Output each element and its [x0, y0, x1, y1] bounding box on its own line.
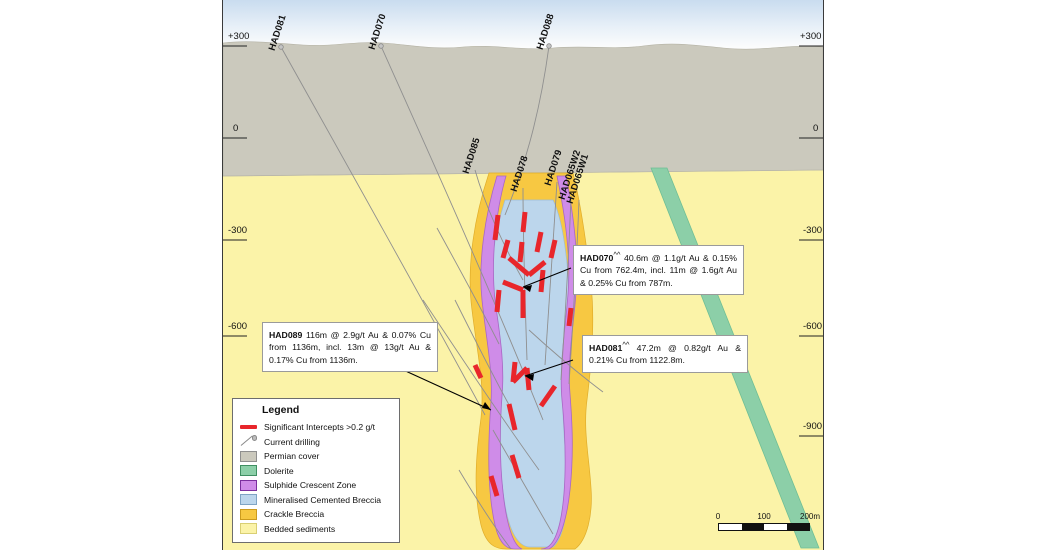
crackle-breccia-swatch-icon [240, 508, 257, 520]
legend-item-dolerite: Dolerite [240, 464, 392, 479]
axis-left-tick-0: 0 [233, 123, 239, 134]
unit-permian-cover [223, 41, 823, 177]
scale-seg-2 [741, 524, 764, 530]
callout-HAD070: HAD070^^ 40.6m @ 1.1g/t Au & 0.15% Cu fr… [573, 245, 744, 295]
sky-band [223, 0, 823, 50]
collar-HAD088 [546, 43, 552, 49]
callout-HAD081: HAD081^^ 47.2m @ 0.82g/t Au & 0.21% Cu f… [582, 335, 748, 373]
legend-title: Legend [262, 404, 300, 416]
callout-HAD089-text: 116m @ 2.9g/t Au & 0.07% Cu from 1136m, … [269, 329, 431, 365]
intercept-swatch-icon [240, 425, 257, 430]
callout-HAD089: HAD089 116m @ 2.9g/t Au & 0.07% Cu from … [262, 322, 438, 372]
axis-left-tick-600n: -600 [228, 321, 248, 332]
trace-extra-2 [454, 299, 514, 413]
significant-intercepts [472, 211, 574, 497]
legend-item-permian-cover: Permian cover [240, 449, 392, 464]
trace-extra-3 [492, 429, 554, 535]
collar-HAD070 [378, 43, 384, 49]
scale-tick-100: 100 [757, 512, 771, 521]
legend-item-current-drilling: Current drilling [240, 435, 392, 450]
callout-HAD081-text: 47.2m @ 0.82g/t Au & 0.21% Cu from 1122.… [589, 342, 741, 366]
trace-HAD065W2 [560, 195, 572, 381]
legend-item-mineralised-cemented-breccia: Mineralised Cemented Breccia [240, 493, 392, 508]
collar-HAD081 [278, 44, 284, 50]
axis-right-tick-900n: -900 [803, 421, 823, 432]
legend-label: Dolerite [264, 465, 294, 476]
scale-bar-segments [718, 523, 810, 531]
drill-collars [278, 43, 552, 50]
axis-left-tick-300p: +300 [228, 31, 250, 42]
bedded-sediments-swatch-icon [240, 523, 257, 535]
sulphide-crescent-swatch-icon [240, 479, 257, 491]
legend-item-sulphide-crescent-zone: Sulphide Crescent Zone [240, 478, 392, 493]
axis-left-tick-300n: -300 [228, 225, 248, 236]
callout-HAD089-hole: HAD089 [269, 329, 303, 340]
trace-HAD089 [422, 299, 540, 471]
callout-HAD081-hole: HAD081 [589, 342, 623, 353]
axis-ticks [223, 45, 823, 437]
scale-seg-4 [786, 524, 809, 530]
legend-label: Crackle Breccia [264, 509, 325, 520]
callout-HAD081-marker: ^^ [622, 340, 630, 349]
callout-HAD070-hole: HAD070 [580, 252, 614, 263]
callout-leaders [398, 267, 574, 411]
legend-label: Mineralised Cemented Breccia [264, 494, 382, 505]
legend-label: Current drilling [264, 436, 320, 447]
trace-HAD088 [504, 45, 550, 216]
axis-right-tick-300p: +300 [800, 31, 822, 42]
scale-tick-200: 200m [799, 512, 821, 521]
unit-sulphide-crescent-right [540, 175, 578, 550]
legend-label: Permian cover [264, 451, 320, 462]
mineralised-breccia-swatch-icon [240, 494, 257, 506]
legend-item-crackle-breccia: Crackle Breccia [240, 507, 392, 522]
legend-label: Significant Intercepts >0.2 g/t [264, 422, 376, 433]
callout-HAD070-marker: ^^ [613, 250, 621, 259]
dolerite-swatch-icon [240, 465, 257, 477]
permian-cover-swatch-icon [240, 450, 257, 462]
callout-HAD070-text: 40.6m @ 1.1g/t Au & 0.15% Cu from 762.4m… [580, 252, 737, 288]
axis-right-tick-300n: -300 [803, 225, 823, 236]
trace-HAD070 [380, 45, 544, 421]
scale-bar: 0 100 200m [715, 512, 820, 531]
trace-HAD079 [544, 181, 558, 366]
drill-trace-swatch-icon [240, 435, 258, 448]
axis-right-tick-600n: -600 [803, 321, 823, 332]
legend-item-significant-intercepts: Significant Intercepts >0.2 g/t [240, 420, 392, 435]
trace-extra-1 [436, 227, 500, 345]
trace-HAD081 [280, 46, 486, 416]
scale-tick-0: 0 [715, 512, 721, 521]
axis-right-tick-0: 0 [813, 123, 819, 134]
scale-seg-3 [764, 524, 787, 530]
legend-box: Legend Significant Intercepts >0.2 g/t C… [232, 398, 400, 543]
legend-label: Sulphide Crescent Zone [264, 480, 357, 491]
legend-item-bedded-sediments: Bedded sediments [240, 522, 392, 537]
legend-label: Bedded sediments [264, 523, 336, 534]
scale-seg-1 [719, 524, 742, 530]
scale-bar-ticks: 0 100 200m [715, 512, 820, 523]
trace-extra-4 [458, 469, 512, 550]
